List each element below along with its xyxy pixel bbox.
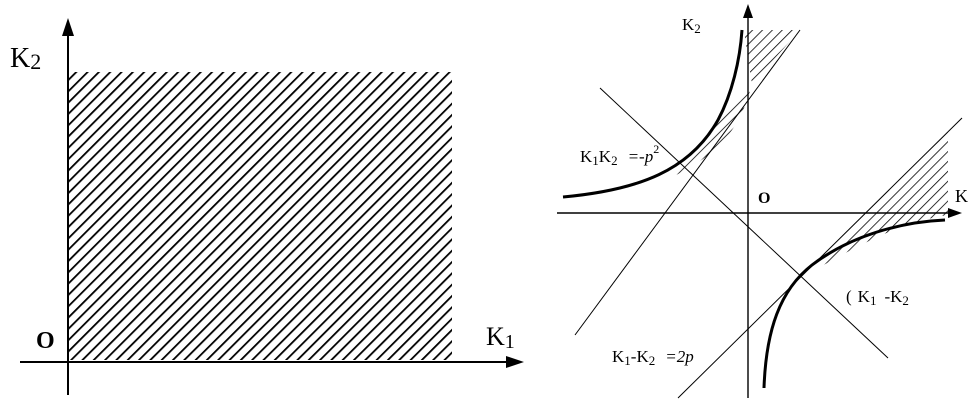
upper-hatched-region [744,30,800,84]
line-label-k1-k2-lower: (K1-K2 [846,287,909,308]
right-y-axis-arrow [743,4,753,18]
right-origin-label: O [758,190,770,207]
left-origin-label: O [36,328,55,354]
hyperbola-branch-upper-left [562,29,744,199]
left-x-axis-arrow [506,356,524,368]
right-panel: K2 K O K1K2=-p2 K1-K2=2p (K1-K2 [557,4,968,399]
left-y-axis-label: K2 [10,43,41,74]
right-y-axis-label: K2 [682,15,701,36]
left-panel: K2 K1 O [10,18,524,395]
line-k1-minus-k2-upper [574,29,801,336]
feasible-region-hatched [68,72,452,360]
line-label-k1-k2-2p: K1-K2=2p [612,347,694,368]
left-y-axis-arrow [62,18,74,36]
left-x-axis-label: K1 [486,322,515,353]
hyperbola-branch-lower-right [762,218,946,389]
hyperbola-label: K1K2=-p2 [580,142,659,168]
line-anti-diagonal [599,87,889,359]
right-x-axis-label: K [955,186,968,206]
lower-hatched-region [818,132,948,268]
right-x-axis-arrow [948,208,962,218]
